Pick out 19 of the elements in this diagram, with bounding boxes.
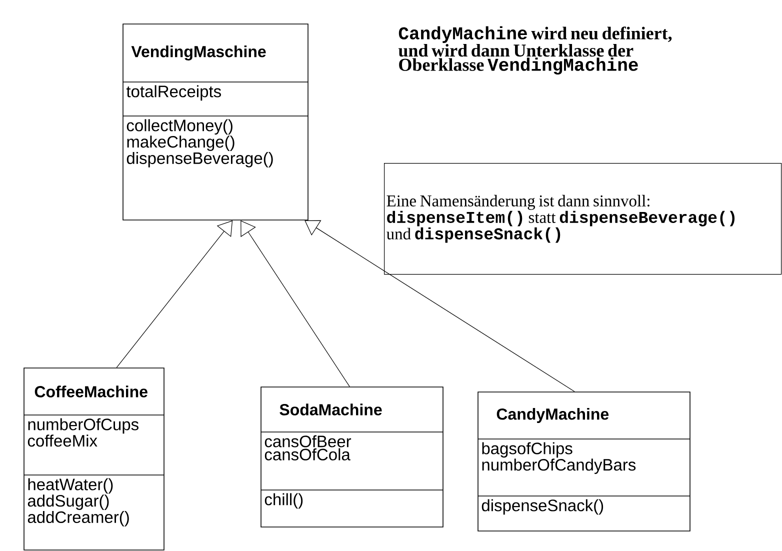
class-name: CandyMachine <box>496 408 609 423</box>
method-list: chill() <box>264 493 303 509</box>
attribute-list: bagsofChips numberOfCandyBars <box>482 442 636 474</box>
method-list: heatWater() addSugar() addCreamer() <box>28 478 129 526</box>
method-list: collectMoney() makeChange() dispenseBeverage() <box>126 119 273 168</box>
class-name: SodaMachine <box>280 404 382 416</box>
attribute-list: totalReceipts <box>126 85 221 101</box>
class-box <box>122 24 308 220</box>
method-list: dispenseSnack() <box>482 499 604 515</box>
class-box <box>260 386 444 528</box>
note-box: Eine Namensänderung ist dann sinnvoll: dispenseItem() statt dispenseBeverage() und dispenseSnack() <box>384 163 782 275</box>
inheritance-arrow <box>304 220 575 392</box>
class-box <box>24 368 164 550</box>
class-name: VendingMaschine <box>131 46 266 60</box>
class-name: CoffeeMachine <box>34 386 148 398</box>
attribute-list: cansOfBeer cansOfCola <box>264 435 352 460</box>
class-box <box>478 392 690 532</box>
note-text: CandyMachine wird neu definiert, und wird dann Unterklasse der Oberklasse VendingMachine <box>398 26 672 75</box>
attribute-list: numberOfCups coffeeMix <box>28 418 138 447</box>
